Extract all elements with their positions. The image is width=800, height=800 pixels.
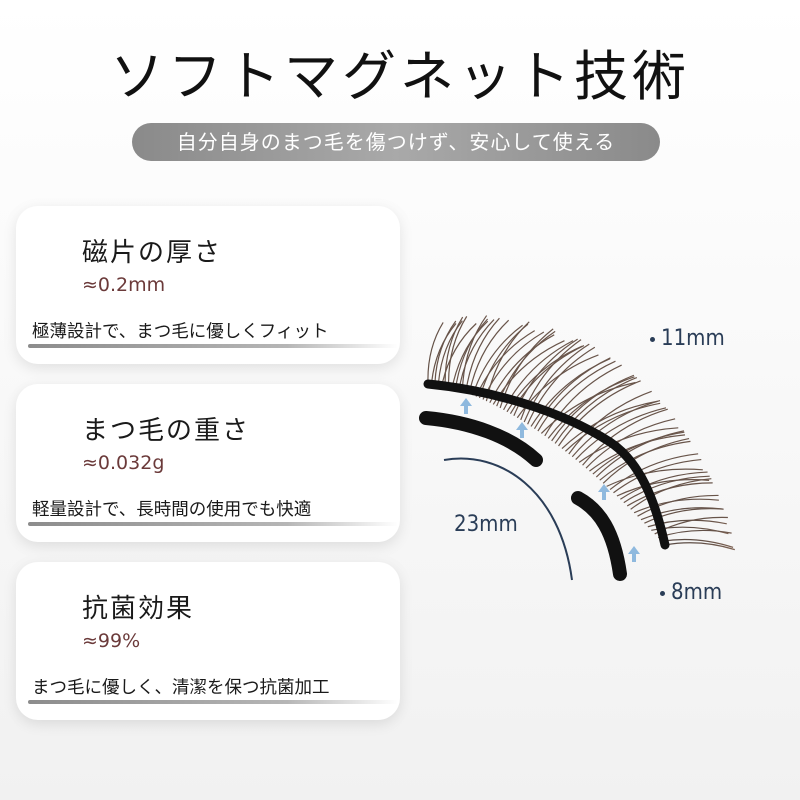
feature-description: 極薄設計で、まつ毛に優しくフィット [32, 318, 382, 343]
width-label: 23mm [454, 512, 518, 537]
eyelash-diagram [400, 270, 800, 620]
subtitle-banner: 自分自身のまつ毛を傷つけず、安心して使える [132, 123, 660, 161]
bullet-dot-icon [650, 337, 655, 342]
magnet-strip-long [426, 418, 536, 460]
bullet-dot-icon [660, 591, 665, 596]
feature-card-weight: まつ毛の重さ ≈0.032g 軽量設計で、長時間の使用でも快適 [16, 384, 400, 542]
feature-description: 軽量設計で、長時間の使用でも快適 [32, 496, 382, 521]
feature-card-antibacterial: 抗菌効果 ≈99% まつ毛に優しく、清潔を保つ抗菌加工 [16, 562, 400, 720]
page-title: ソフトマグネット技術 [0, 32, 800, 111]
underline-divider [28, 700, 398, 704]
length-label-bottom: 8mm [660, 580, 722, 605]
feature-title: まつ毛の重さ [82, 410, 250, 447]
underline-divider [28, 344, 398, 348]
feature-value: ≈0.2mm [82, 274, 165, 296]
feature-value: ≈99% [82, 630, 140, 652]
feature-value: ≈0.032g [82, 452, 164, 474]
feature-card-thickness: 磁片の厚さ ≈0.2mm 極薄設計で、まつ毛に優しくフィット [16, 206, 400, 364]
underline-divider [28, 522, 398, 526]
magnet-strip-short [578, 498, 620, 574]
feature-title: 抗菌効果 [82, 588, 194, 625]
feature-description: まつ毛に優しく、清潔を保つ抗菌加工 [32, 674, 382, 699]
length-label-top: 11mm [650, 326, 725, 351]
feature-title: 磁片の厚さ [82, 232, 222, 269]
